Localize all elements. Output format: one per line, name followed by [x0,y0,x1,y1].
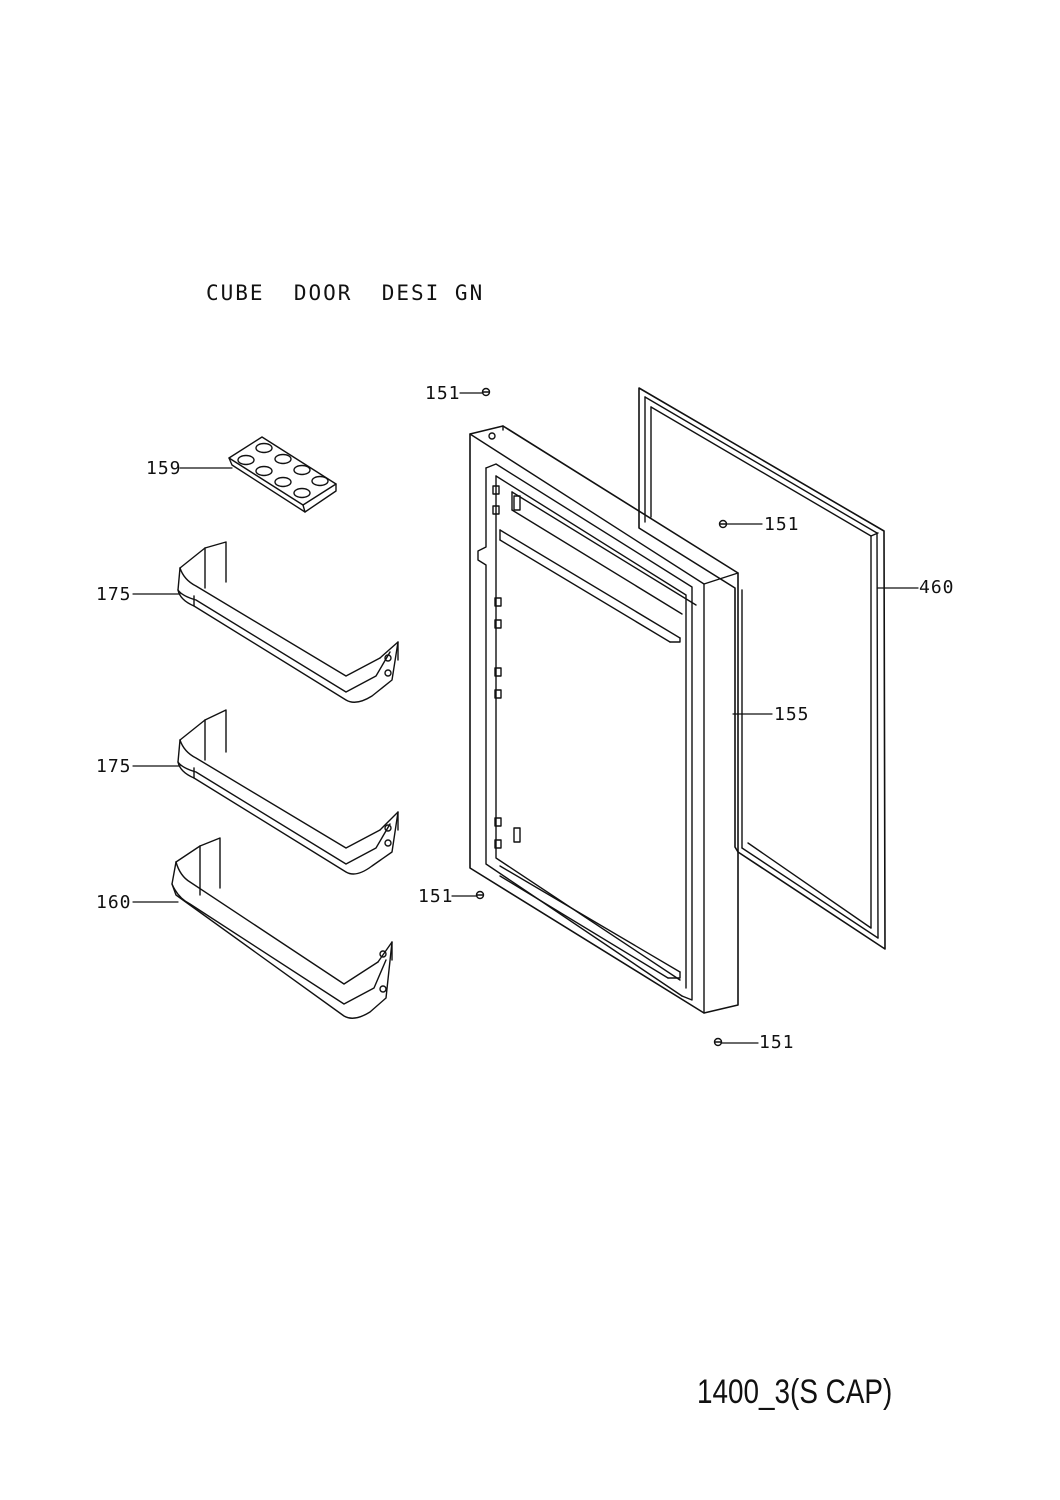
callout-egg-tray: 159 [146,458,182,479]
door-gasket [638,387,886,950]
screw-left-lower [475,890,485,900]
door-shelf-upper [177,541,399,703]
callout-bottle-shelf: 160 [96,892,132,913]
screw-bottom [713,1037,723,1047]
door-liner [469,425,739,1014]
callout-shelf-middle: 175 [96,756,132,777]
callout-screw-bottom: 151 [759,1032,795,1053]
callout-door-liner: 155 [774,704,810,725]
door-shelf-middle [177,709,399,875]
callout-screw-left-lower: 151 [418,886,454,907]
leader-lines [132,392,919,1044]
diagram-title: CUBE DOOR DESI GN [206,281,485,305]
callout-screw-top: 151 [425,383,461,404]
callout-screw-right-upper: 151 [764,514,800,535]
bottle-shelf [171,837,393,1019]
callout-gasket: 460 [919,577,955,598]
egg-tray [228,436,337,513]
callout-shelf-upper: 175 [96,584,132,605]
screw-top [481,387,491,397]
drawing-reference: 1400_3(S CAP) [697,1373,893,1411]
